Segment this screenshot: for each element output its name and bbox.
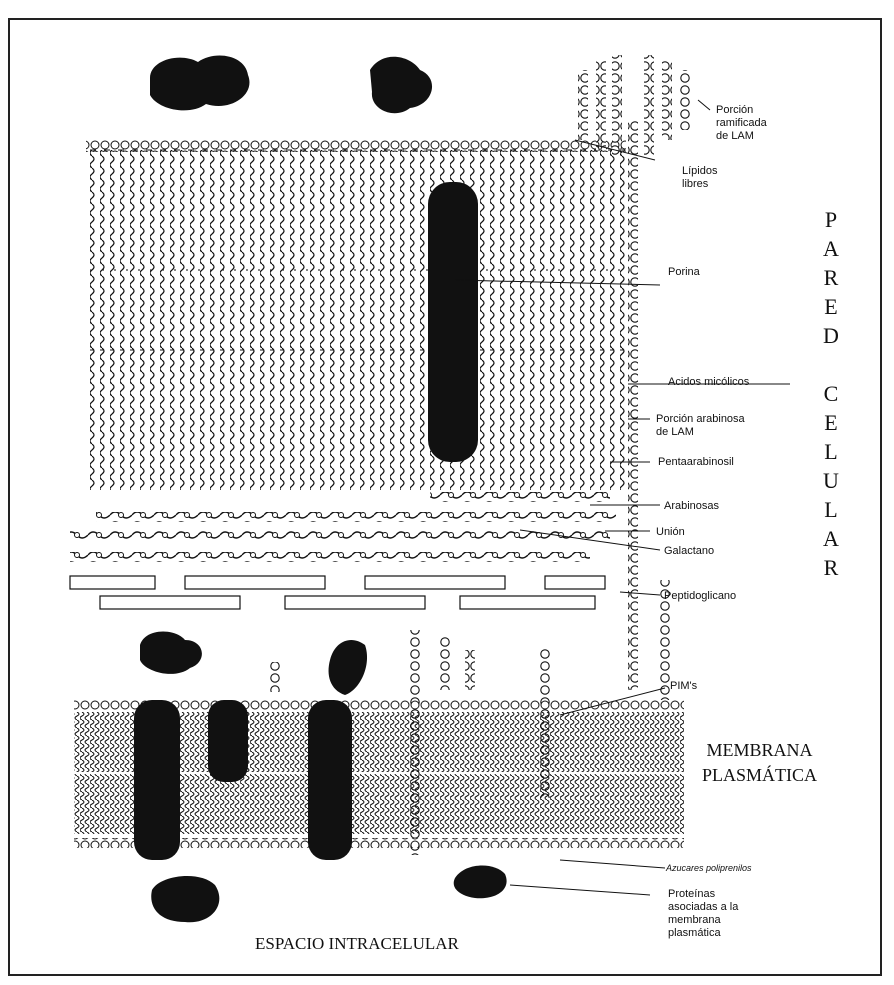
protein-blob-bottom-mid — [454, 865, 507, 898]
membrane-protein-1 — [134, 700, 180, 860]
label-lam-branch: Porción ramificada de LAM — [716, 104, 767, 143]
membrane-protein-2 — [208, 700, 248, 782]
label-free-lipids: Lípidos libres — [682, 165, 717, 191]
label-arabinoses: Arabinosas — [664, 500, 719, 513]
label-porin: Porina — [668, 266, 700, 279]
mycolic-acid-layer — [86, 140, 626, 490]
label-cell-wall: P A R E D C E L U L A R — [816, 205, 846, 582]
label-plasma-membrane: MEMBRANA PLASMÁTICA — [702, 738, 817, 788]
label-mycolic-acids: Acidos micólicos — [668, 376, 749, 389]
label-polyprenyl-sugars: Azucares poliprenilos — [666, 862, 752, 875]
protein-blob-top-left — [150, 56, 249, 111]
label-pentaarabinosyl: Pentaarabinosil — [658, 456, 734, 469]
label-peptidoglycan: Peptidoglicano — [664, 590, 736, 603]
plasma-membrane — [74, 700, 684, 860]
peptidoglycan-layer — [70, 576, 605, 609]
porin-protein — [428, 182, 478, 462]
label-membrane-proteins: Proteínas asociadas a la membrana plasmá… — [668, 888, 738, 940]
label-union: Unión — [656, 526, 685, 539]
protein-blob-mid — [329, 640, 368, 695]
membrane-protein-3 — [308, 700, 352, 860]
protein-blob-bottom-left — [151, 876, 219, 922]
free-protein-blobs — [150, 56, 432, 114]
label-galactan: Galactano — [664, 545, 714, 558]
arabinogalactan-layer — [70, 492, 616, 562]
label-lam-arabinose: Porción arabinosa de LAM — [656, 413, 745, 439]
label-pims: PIM's — [670, 680, 697, 693]
label-intracellular-space: ESPACIO INTRACELULAR — [255, 934, 459, 954]
protein-blob-top-mid — [370, 57, 432, 113]
protein-blob-mid-left — [140, 632, 202, 674]
